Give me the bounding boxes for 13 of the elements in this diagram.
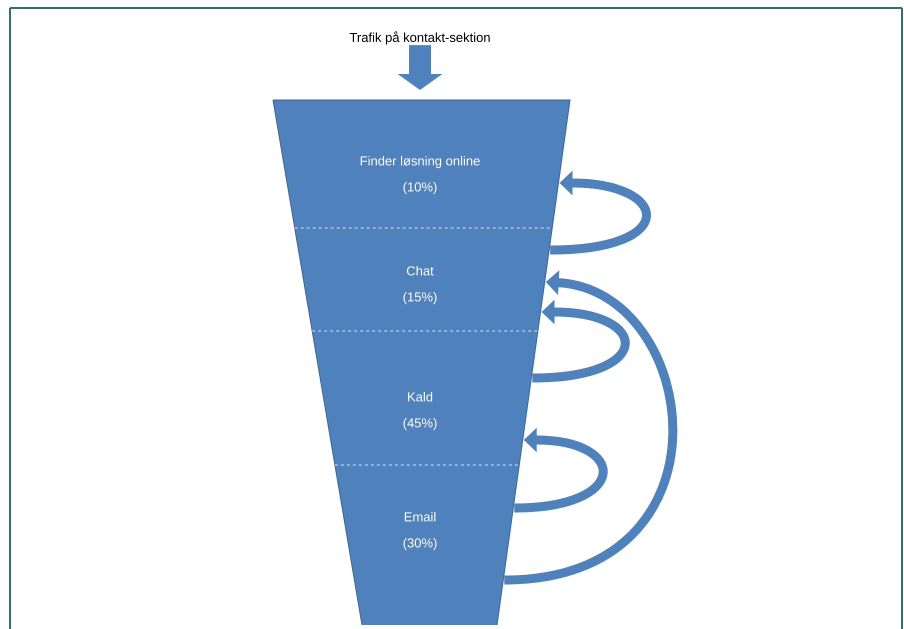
funnel-section: Email (30%) bbox=[334, 465, 520, 625]
node-label: (15%) bbox=[403, 292, 437, 304]
node-label: (10%) bbox=[403, 182, 437, 194]
funnel-section: Kald (45%) bbox=[312, 331, 538, 465]
funnel-section: Chat (15%) bbox=[294, 228, 552, 331]
node-label: Kald bbox=[408, 392, 432, 402]
node-label: (30%) bbox=[403, 538, 437, 550]
node-label: Chat bbox=[406, 266, 434, 276]
funnel-section: Finder løsning online (10%) bbox=[273, 100, 570, 228]
node-label: (45%) bbox=[403, 418, 437, 430]
node-label: Email bbox=[404, 512, 436, 522]
flow-label: Trafik på kontakt-sektion bbox=[350, 31, 490, 45]
node-label: Finder løsning online bbox=[360, 156, 480, 168]
